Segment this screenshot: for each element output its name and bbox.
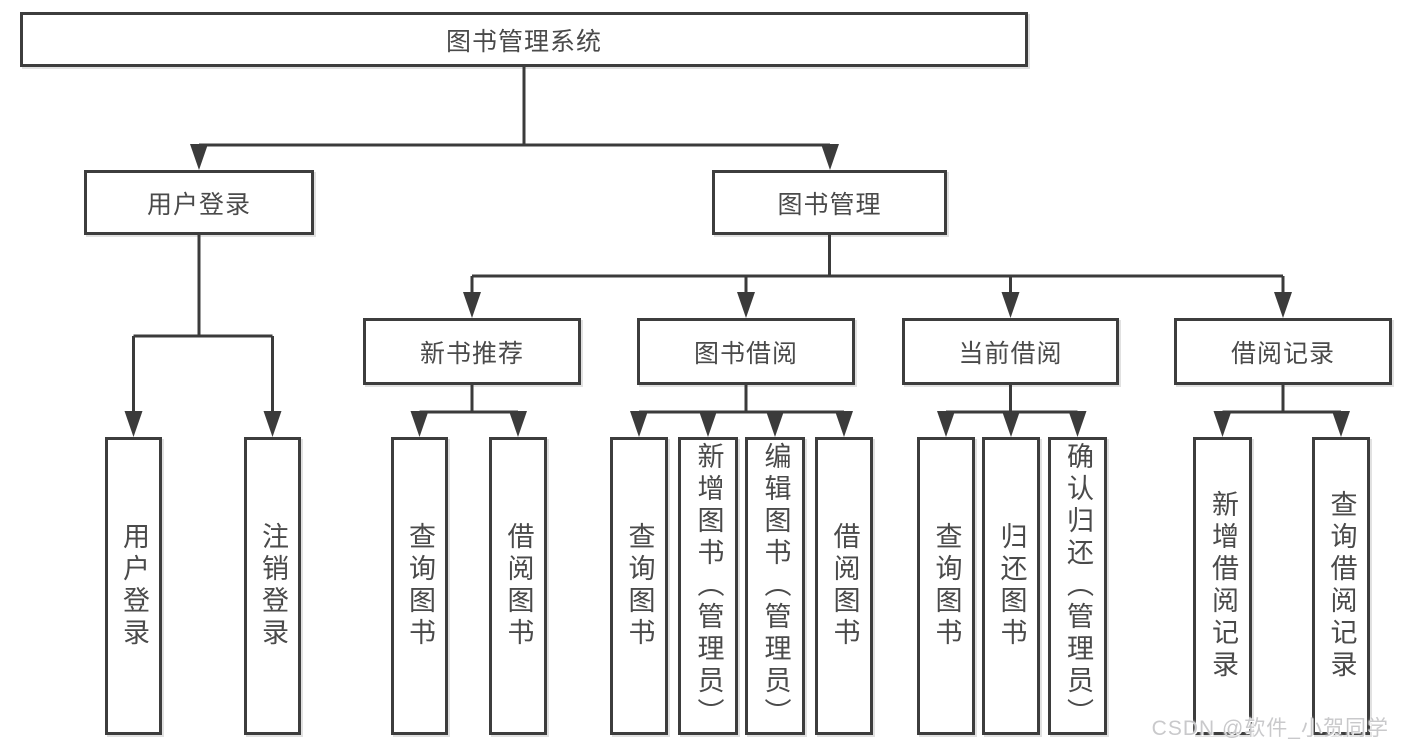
node-new-book-recommendation: 新书推荐	[363, 318, 581, 385]
node-user-login: 用户登录	[84, 170, 314, 235]
node-label: 注销登录	[258, 522, 288, 650]
arrow-down-icon	[1213, 411, 1232, 437]
node-label: 新增借阅记录	[1208, 490, 1238, 682]
leaf-br-add-borrow-record: 新增借阅记录	[1193, 437, 1252, 735]
csdn-watermark: CSDN @软件_小贺同学	[1151, 717, 1389, 740]
node-label: 新书推荐	[419, 339, 524, 368]
arrow-down-icon	[190, 144, 208, 170]
node-label: 用户登录	[119, 522, 149, 650]
arrow-down-icon	[937, 411, 955, 437]
node-label: 借阅图书	[503, 522, 534, 650]
arrow-down-icon	[263, 411, 282, 437]
node-label: 借阅记录	[1230, 339, 1335, 368]
arrow-down-icon	[410, 411, 429, 437]
node-label: 图书借阅	[693, 339, 798, 368]
node-label: 图书管理	[777, 190, 882, 219]
arrow-down-icon	[630, 411, 648, 437]
arrow-down-icon	[1332, 411, 1350, 437]
leaf-user-login: 用户登录	[105, 437, 162, 735]
node-label: 确认归还（管理员）	[1063, 442, 1093, 730]
node-label: 图书管理系统	[445, 27, 602, 56]
leaf-cb-query-books: 查询图书	[917, 437, 975, 735]
node-label: 当前借阅	[958, 339, 1063, 368]
node-label: 编辑图书（管理员）	[760, 442, 791, 730]
leaf-cb-confirm-return-admin: 确认归还（管理员）	[1048, 437, 1107, 735]
arrow-down-icon	[766, 411, 784, 437]
leaf-nbr-borrow-books: 借阅图书	[489, 437, 547, 735]
arrow-down-icon	[699, 411, 717, 437]
leaf-br-query-borrow-record: 查询借阅记录	[1312, 437, 1370, 735]
node-label: 查询图书	[405, 522, 435, 650]
arrow-down-icon	[1002, 411, 1020, 437]
leaf-nbr-query-books: 查询图书	[391, 437, 448, 735]
arrow-down-icon	[1068, 411, 1087, 437]
arrow-down-icon	[509, 411, 527, 437]
node-label: 用户登录	[146, 190, 251, 219]
arrow-down-icon	[821, 144, 839, 170]
arrow-down-icon	[737, 292, 755, 318]
node-label: 归还图书	[996, 522, 1027, 650]
node-borrowing-records: 借阅记录	[1174, 318, 1392, 385]
node-label: 查询图书	[624, 522, 655, 650]
leaf-bb-edit-books-admin: 编辑图书（管理员）	[745, 437, 805, 735]
node-label: 查询图书	[931, 522, 962, 650]
arrow-down-icon	[835, 411, 853, 437]
node-book-management: 图书管理	[712, 170, 947, 235]
leaf-bb-add-books-admin: 新增图书（管理员）	[678, 437, 738, 735]
node-library-management-system: 图书管理系统	[20, 12, 1028, 67]
leaf-logout: 注销登录	[244, 437, 301, 735]
leaf-bb-query-books: 查询图书	[610, 437, 668, 735]
node-label: 新增图书（管理员）	[693, 442, 724, 730]
node-book-borrowing: 图书借阅	[637, 318, 855, 385]
arrow-down-icon	[1001, 292, 1020, 318]
arrow-down-icon	[1274, 292, 1292, 318]
arrow-down-icon	[124, 411, 143, 437]
node-label: 查询借阅记录	[1326, 490, 1357, 682]
leaf-cb-return-books: 归还图书	[982, 437, 1040, 735]
node-current-borrowing: 当前借阅	[902, 318, 1119, 385]
arrow-down-icon	[463, 292, 481, 318]
leaf-bb-borrow-books: 借阅图书	[815, 437, 873, 735]
node-label: 借阅图书	[829, 522, 860, 650]
